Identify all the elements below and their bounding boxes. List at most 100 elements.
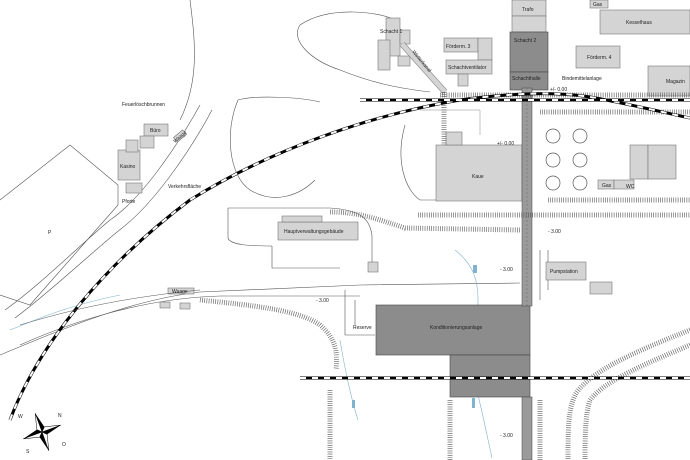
konditionierungsanlage-lower (449, 354, 531, 398)
silo-3 (545, 152, 561, 168)
label-kaue: Kaue (472, 174, 484, 180)
label-minus300-b: - 3.00 (500, 267, 513, 273)
compass-north-arrow (35, 413, 45, 432)
north-west-road (179, 0, 195, 121)
gas-top-building (589, 0, 609, 9)
drain-marker-1 (473, 265, 477, 273)
label-pm000-a: +/- 0.00 (550, 87, 567, 93)
schacht1-annex (377, 39, 391, 71)
drain-mid (454, 249, 479, 350)
label-minus300-a: - 3.00 (548, 229, 561, 235)
buero-building (143, 123, 169, 137)
buero-annex (139, 135, 155, 149)
compass-west-arrow (23, 429, 42, 439)
compass-east-arrow (42, 425, 61, 435)
label-schacht1: Schacht 1 (380, 29, 402, 35)
trafo-lower (511, 15, 547, 33)
label-foerderm4: Förderm. 4 (587, 55, 612, 61)
railway-main-curve (8, 92, 690, 421)
compass-letters: N S W O (18, 413, 66, 455)
drainage-lines (9, 249, 493, 459)
reserve-outline (344, 290, 375, 336)
wetterkanal-duct-fill (400, 42, 447, 94)
west-road-a (4, 104, 201, 311)
label-kasino: Kasino (120, 164, 136, 170)
konditionierungsanlage-building (375, 304, 531, 356)
main-conveyor-south (521, 396, 533, 460)
compass-n: N (58, 413, 62, 419)
siding-lines (19, 289, 201, 326)
label-gas-small: Gas (602, 183, 612, 189)
label-waage-top: Waage (172, 130, 188, 145)
label-parking: P (48, 230, 52, 236)
silo-4 (572, 152, 588, 168)
label-minus300-d: - 3.00 (500, 433, 513, 439)
compass-east-arrow-light (41, 424, 61, 433)
hauptverwaltung-annex (281, 215, 323, 223)
west-road-b (14, 109, 213, 319)
siding-west (19, 289, 201, 326)
waage-bottom-building (167, 287, 195, 295)
kaue-road (400, 124, 520, 201)
bindemittel-silos (545, 128, 588, 191)
label-foerderm3: Förderm. 3 (446, 44, 471, 50)
spur-south-east-2 (582, 342, 690, 460)
label-feuerloeschbrunnen: Feuerlöschbrunnen (122, 102, 165, 108)
drain-marker-3 (472, 398, 475, 408)
label-trafo: Trafo (522, 7, 534, 13)
kesselhaus-building (599, 9, 690, 35)
spur-south-west (199, 297, 340, 371)
pforte-building (125, 182, 143, 194)
schachtventilator-unit (457, 73, 469, 87)
label-pumpstation: Pumpstation (550, 269, 578, 275)
compass-west-arrow-light (23, 431, 43, 440)
silo-5 (545, 175, 561, 191)
railway-main-curve-dash (9, 92, 690, 421)
waage-top-building (173, 129, 187, 143)
railway (8, 92, 690, 421)
waage-booth-b (179, 302, 191, 310)
schachtventilator-building (445, 59, 493, 75)
kaue-building (435, 144, 523, 202)
parking-boundary (0, 144, 119, 306)
silo-2 (572, 128, 588, 144)
label-hauptverwaltung: Hauptverwaltungsgebäude (284, 229, 344, 235)
label-gas-top: Gas (593, 2, 603, 8)
pumpstation-annex (589, 281, 613, 295)
label-schachthalle: Schachthalle (512, 76, 541, 82)
pumpstation-building (545, 261, 587, 281)
silo-6 (572, 175, 588, 191)
silo-1 (545, 128, 561, 144)
label-reserve: Reserve (353, 325, 372, 331)
waage-booth-a (159, 301, 171, 309)
wc-building (613, 179, 635, 190)
label-waage-bottom: Waage (172, 289, 188, 295)
schacht2-building (509, 31, 549, 73)
label-schachtventilator: Schachtventilator (448, 65, 487, 71)
label-wc: WC (626, 184, 635, 190)
label-konditionierungsanlage: Konditionierungsanlage (430, 325, 482, 331)
compass-w: W (18, 414, 23, 420)
oval-road-outer (230, 96, 321, 198)
label-pforte: Pforte (122, 199, 136, 205)
label-kesselhaus: Kesselhaus (626, 20, 652, 26)
road-outlines (0, 0, 549, 356)
drain-west (9, 294, 121, 331)
east-building-b (647, 144, 677, 180)
foerderm4-building (575, 45, 621, 69)
drain-south-a (339, 339, 359, 421)
label-schacht2: Schacht 2 (514, 38, 536, 44)
buildings (117, 0, 690, 398)
conveyors (199, 87, 690, 460)
schacht1-small (397, 55, 411, 67)
foerderm3-annex (477, 37, 493, 61)
drain-marker-2 (352, 400, 355, 408)
kasino-annex (125, 139, 139, 153)
compass-rose (23, 413, 61, 451)
drain-south-b (477, 394, 493, 459)
label-pm000-b: +/- 0.00 (497, 141, 514, 147)
north-road (297, 11, 431, 93)
label-bindemittelanlage: Bindemittelanlage (562, 76, 602, 82)
